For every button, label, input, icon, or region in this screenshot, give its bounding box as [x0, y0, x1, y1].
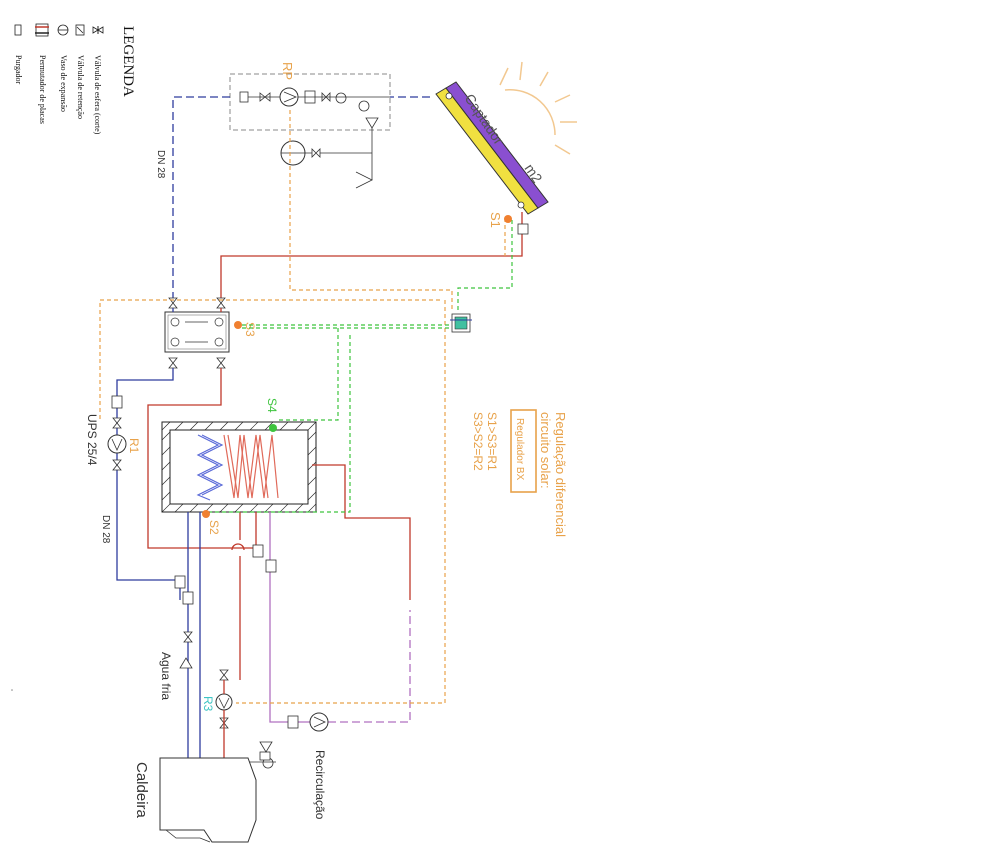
air-vent-icon [517, 223, 529, 235]
check-valve-icon [287, 715, 299, 729]
sensor-cables [210, 220, 513, 513]
pump-model-label: UPS 25/4 [85, 414, 99, 466]
ball-valve-icon [92, 26, 104, 34]
ball-valve-icon [183, 631, 193, 643]
regulation-rule-1: S1>S3=R1 [485, 412, 499, 471]
controller-label: Regulador BX [514, 418, 525, 481]
ball-valve-icon [216, 357, 226, 369]
legend-label-check-valve: Válvula de retenção [76, 55, 85, 119]
ball-valve-icon [112, 417, 122, 429]
sensor-s1: S1 [488, 212, 512, 228]
check-valve-icon [111, 395, 123, 409]
dn-label-top: DN 28 [155, 150, 166, 179]
ball-valve-icon [168, 357, 178, 369]
solar-controller-unit [450, 313, 472, 333]
tank-coil-red [223, 434, 279, 499]
control-cables [99, 110, 506, 704]
check-valve-icon [174, 575, 186, 589]
pump-group-label: RP [280, 62, 295, 80]
sun-icon [499, 61, 577, 155]
sensor-s3: S3 [234, 321, 257, 337]
check-valve-icon [265, 559, 277, 573]
sensor-s2: S2 [202, 510, 221, 535]
safety-valve-icon [365, 117, 379, 129]
storage-tank [161, 421, 317, 513]
legend: LEGENDA Válvula de esfera (corte) Válvul… [14, 23, 136, 135]
solar-pump-group: RP [229, 62, 391, 131]
boiler: Caldeira [133, 757, 257, 843]
pump-r3-label: R3 [201, 696, 215, 712]
regulation-notes: Regulação diferencial circuito solar: Re… [471, 409, 568, 537]
gauge-icon [335, 92, 347, 104]
boiler-safety-group [248, 741, 276, 769]
recirculation-label: Recirculação [313, 750, 327, 820]
regulation-rule-2: S3>S2=R2 [471, 412, 485, 471]
plate-heat-exchanger [164, 311, 230, 353]
gauge-icon [358, 100, 370, 112]
sensor-s4-label: S4 [265, 398, 279, 413]
sensor-s3-label: S3 [243, 322, 257, 337]
ball-valve-icon [112, 459, 122, 471]
check-valve-icon [252, 544, 264, 558]
recirculation-pipe [269, 512, 411, 723]
plate-exchanger-icon [35, 23, 49, 37]
dn-label-left: DN 28 [100, 515, 111, 544]
check-valve-icon [182, 591, 194, 605]
ball-valve-icon [311, 148, 321, 158]
legend-label-air-vent: Purgador [14, 55, 23, 85]
solar-collector: Captador m2 [435, 81, 549, 215]
legend-label-expansion-vessel: Vaso de expansão [59, 55, 68, 112]
ball-valve-icon [219, 669, 229, 681]
air-vent-icon [14, 24, 22, 36]
expansion-vessel-icon [57, 24, 69, 36]
pump-r1: R1 UPS 25/4 [85, 395, 141, 471]
sensor-s4: S4 [265, 398, 279, 432]
check-valve-icon [75, 24, 85, 36]
boiler-label: Caldeira [133, 762, 150, 819]
pump-recirculation: Recirculação [287, 712, 329, 820]
regulation-title-1: Regulação diferencial [553, 412, 568, 537]
legend-title: LEGENDA [120, 26, 136, 97]
sensor-s2-label: S2 [207, 520, 221, 535]
solar-expansion-vessel [280, 128, 373, 189]
tank-loop-hot-pipe [147, 368, 255, 549]
regulation-title-2: circuito solar: [538, 412, 553, 489]
boiler-hot-pipe [231, 464, 411, 680]
solar-return-pipe [172, 96, 430, 298]
solar-flow-pipe [220, 212, 523, 298]
legend-label-ball-valve: Válvula de esfera (corte) [93, 55, 102, 135]
cold-water-label: Agua fria [159, 652, 173, 700]
cold-water-inlet-icon [179, 657, 193, 669]
pump-r1-label: R1 [127, 438, 141, 454]
air-vent-icon [239, 91, 249, 103]
controller-box [510, 409, 537, 493]
legend-label-plate-exchanger: Permutador de placas [38, 55, 47, 124]
sensor-s1-label: S1 [488, 212, 503, 228]
pump-r3: R3 [201, 669, 233, 729]
tank-coil-blue [196, 434, 220, 501]
